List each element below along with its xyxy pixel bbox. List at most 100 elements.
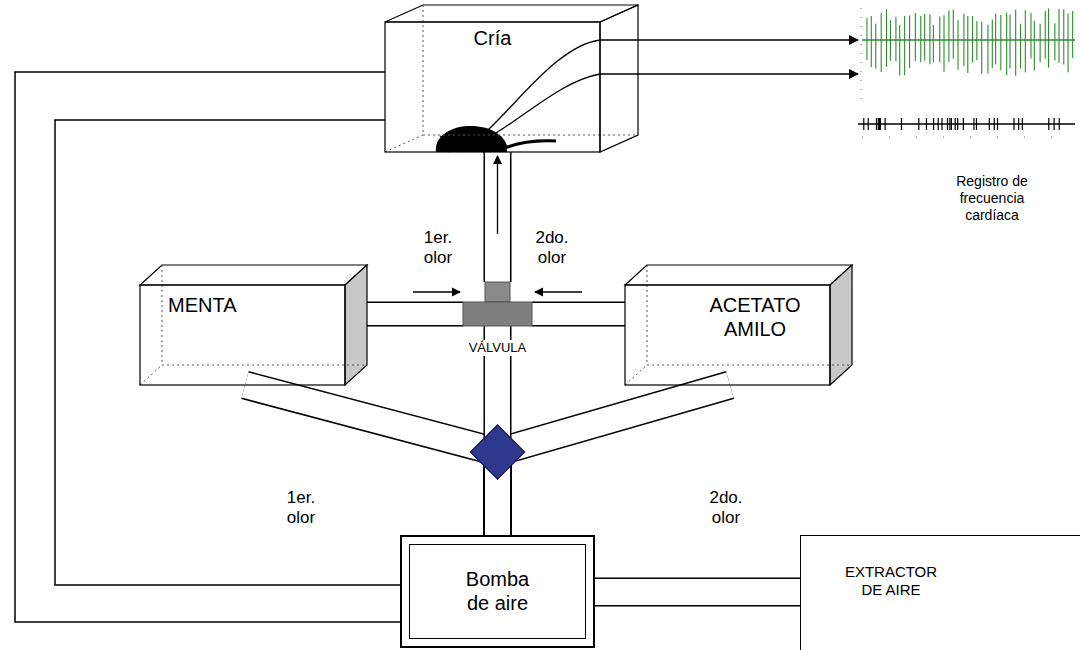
valve: VÁLVULA — [463, 282, 532, 326]
trace-spike — [981, 22, 982, 74]
valve-stub — [485, 282, 510, 302]
trace-spike — [1072, 11, 1073, 58]
box-side-face — [830, 265, 852, 385]
trace-spike — [963, 14, 964, 66]
electrode-wire — [488, 40, 600, 130]
trace-spike — [1006, 13, 1007, 75]
hidden-edge — [625, 265, 852, 385]
junction-diamond — [471, 425, 525, 479]
tube-bore — [367, 303, 463, 325]
box-side-face — [600, 5, 638, 152]
tube-wall — [245, 385, 498, 535]
tube-bore — [595, 579, 800, 605]
valve-bar — [463, 302, 532, 326]
signal-line — [600, 39, 858, 41]
box-top-face — [385, 5, 638, 22]
box-label: Cría — [474, 26, 512, 50]
plot-axis — [861, 8, 862, 100]
signal-line — [600, 73, 858, 75]
raster-tick — [926, 118, 927, 130]
raster-tick — [1018, 118, 1019, 130]
mouse-pup — [436, 40, 600, 152]
air-tube — [532, 292, 625, 314]
tube-wall — [532, 302, 625, 327]
tube-wall — [484, 152, 512, 282]
hidden-edge — [385, 5, 638, 152]
raster-tick — [951, 118, 952, 130]
box-front-face — [625, 285, 830, 385]
tube-wall — [595, 578, 800, 607]
signal-arrow — [600, 40, 858, 41]
raster-tick — [973, 118, 974, 130]
trace-spike — [1034, 21, 1035, 71]
trace-spike — [1020, 24, 1021, 69]
raster-tick — [863, 118, 864, 130]
air-extractor: EXTRACTOR DE AIRE — [800, 535, 1080, 650]
tube-wall — [498, 385, 731, 535]
trace-spike — [1068, 13, 1069, 72]
raster-tick — [1013, 118, 1014, 130]
box-front-face — [140, 285, 345, 385]
trace-spike — [881, 13, 882, 72]
raster-tick — [901, 118, 902, 130]
box-top-face — [140, 265, 367, 285]
raster-tick — [885, 118, 886, 130]
tube-bore — [532, 303, 625, 325]
trace-spike — [866, 18, 867, 60]
trace-spike — [871, 16, 872, 67]
edge-label: 2do. olor — [701, 488, 751, 527]
trace-baseline — [862, 39, 1075, 41]
raster-tick — [868, 118, 869, 130]
raster-tick — [994, 118, 995, 130]
air-tube — [595, 592, 800, 593]
edge-label: 1er. olor — [276, 488, 326, 527]
plot-axis — [862, 137, 1075, 138]
raster-tick — [941, 118, 942, 130]
flow-arrow — [535, 291, 582, 292]
mouse-legs — [440, 136, 462, 152]
raster-tick — [949, 118, 950, 130]
tube-wall — [15, 72, 400, 622]
mouse-tail — [505, 141, 556, 148]
trace-spike — [972, 16, 973, 63]
box-label: MENTA — [168, 293, 237, 317]
raster-tick — [1053, 118, 1054, 130]
trace-spike — [895, 17, 896, 61]
air-tube — [497, 152, 498, 282]
tube-bore — [485, 152, 510, 282]
signal-arrow — [600, 74, 858, 75]
trace-spike — [886, 9, 887, 67]
tube-bore — [245, 385, 498, 535]
box-front-face — [385, 22, 600, 152]
trace-spike — [943, 15, 944, 71]
raster-tick — [1022, 118, 1023, 130]
trace-spike — [915, 13, 916, 61]
raster-tick — [880, 118, 881, 130]
air-tube — [498, 385, 731, 535]
edge-label: 1er. olor — [413, 228, 463, 267]
trace-spike — [1048, 8, 1049, 67]
trace-spike — [875, 24, 876, 69]
heart-rate-plot: Registro de frecuencia cardíaca — [858, 5, 1075, 140]
trace-spike — [1030, 13, 1031, 59]
trace-spike — [933, 25, 934, 63]
trace-spike — [953, 10, 954, 59]
odor-box: ACETATO AMILO — [625, 285, 830, 385]
raster-tick — [878, 118, 879, 130]
raster-tick — [1048, 118, 1049, 130]
electrode-wire — [496, 74, 600, 133]
raster-tick — [997, 118, 998, 130]
trace-spike — [992, 20, 993, 68]
raster-tick — [955, 118, 956, 130]
trace-spike — [929, 14, 930, 64]
trace-spike — [1058, 9, 1059, 63]
raster-tick — [947, 118, 948, 130]
trace-spike — [890, 20, 891, 61]
flow-arrow — [413, 291, 460, 292]
trace-spike — [1025, 10, 1026, 72]
raster-tick — [976, 118, 977, 130]
air-tube — [367, 292, 463, 314]
air-pump: Bomba de aire — [400, 535, 595, 648]
trace-spike — [1063, 9, 1064, 64]
